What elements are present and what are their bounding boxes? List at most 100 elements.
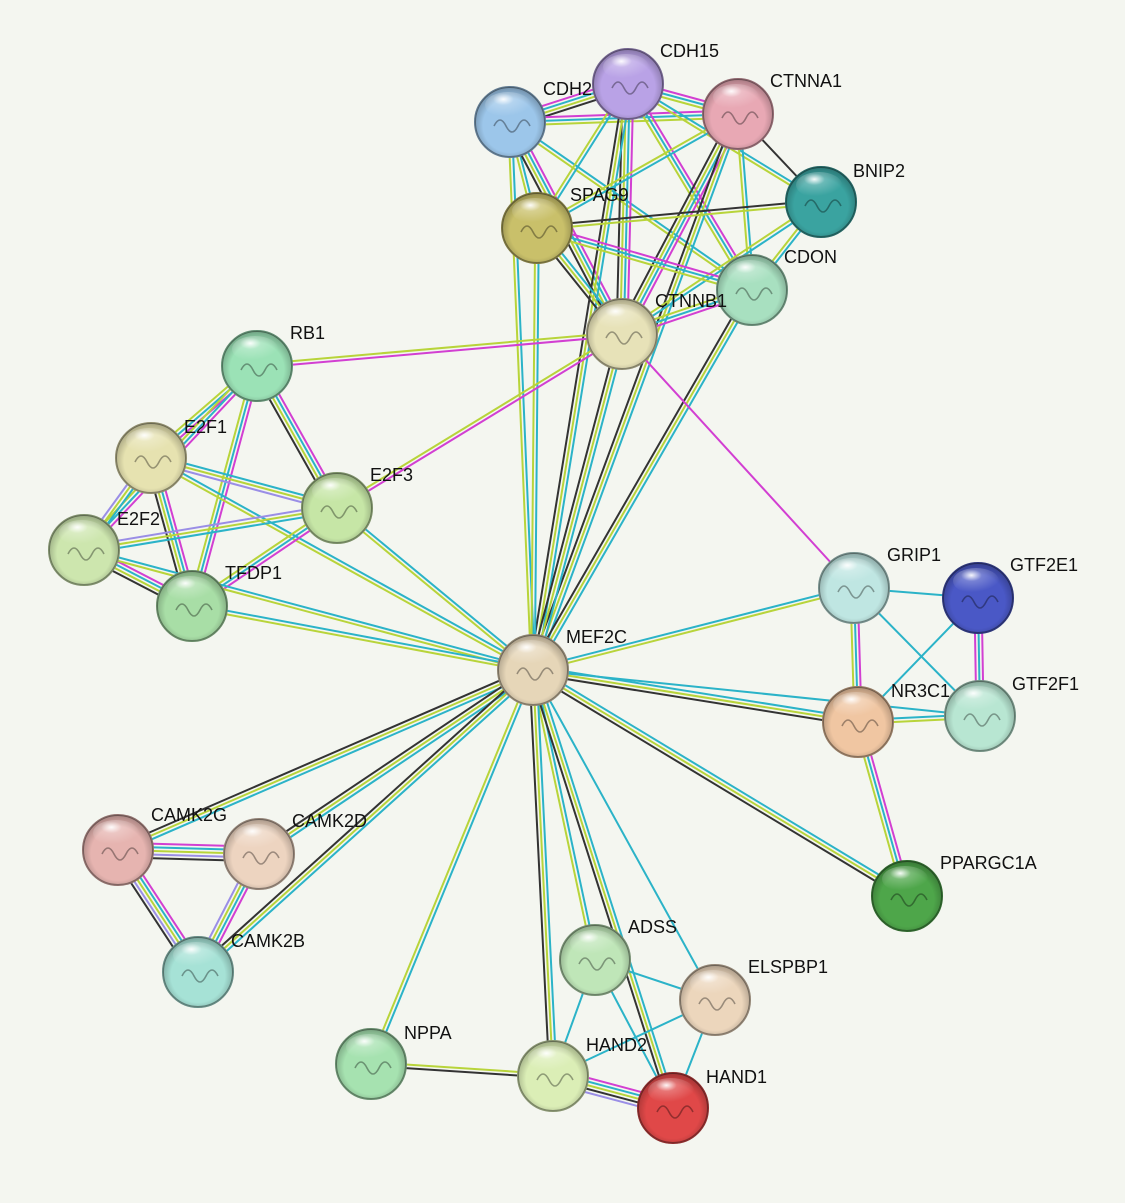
edge-mef2c-hand2[interactable] — [528, 668, 558, 1078]
node-gloss — [882, 866, 928, 892]
node-label: MEF2C — [566, 627, 627, 647]
edge-cdh15-mef2c[interactable] — [528, 82, 633, 672]
node-rb1[interactable]: RB1 — [221, 323, 325, 402]
edge-bnip2-spag9[interactable] — [535, 199, 823, 231]
edge-mef2c-grip1[interactable] — [531, 585, 856, 673]
node-e2f3[interactable]: E2F3 — [301, 465, 413, 544]
edge-cdon-mef2c[interactable] — [528, 287, 757, 673]
edge-line-databases — [532, 669, 716, 1001]
edge-line-databases — [627, 83, 753, 291]
edge-cdh15-cdon[interactable] — [623, 81, 757, 293]
edge-ctnna1-spag9[interactable] — [535, 111, 740, 231]
node-adss[interactable]: ADSS — [559, 917, 677, 996]
edge-line-databases — [535, 667, 678, 1108]
node-gloss — [234, 824, 280, 850]
node-cdh2[interactable]: CDH2 — [474, 79, 592, 158]
edge-mef2c-hand1[interactable] — [528, 667, 678, 1111]
edge-mef2c-gtf2f1[interactable] — [532, 669, 981, 717]
edge-line-databases — [118, 672, 536, 855]
edge-line-experiments — [194, 365, 262, 608]
node-gloss — [346, 1034, 392, 1060]
edge-ctnna1-mef2c[interactable] — [528, 111, 743, 673]
edge-ctnnb1-rb1[interactable] — [255, 331, 624, 369]
protein-structure-icon — [520, 225, 558, 239]
edge-mef2c-camk2g[interactable] — [115, 665, 536, 855]
edge-e2f1-mef2c[interactable] — [149, 455, 535, 673]
edge-e2f2-mef2c[interactable] — [82, 547, 535, 673]
edge-line-textmining — [532, 669, 674, 1109]
node-bnip2[interactable]: BNIP2 — [785, 161, 905, 238]
protein-structure-icon — [516, 667, 554, 681]
edge-line-coexpression — [531, 672, 859, 727]
edge-line-databases — [150, 455, 535, 670]
node-ctnna1[interactable]: CTNNA1 — [702, 71, 842, 150]
node-nppa[interactable]: NPPA — [335, 1023, 452, 1100]
edge-line-databases — [535, 114, 743, 673]
node-label: NPPA — [404, 1023, 452, 1043]
edge-line-textmining — [536, 202, 823, 231]
edge-line-textmining — [82, 550, 534, 673]
protein-structure-icon — [240, 363, 278, 377]
edge-line-textmining — [368, 668, 533, 1065]
node-camk2b[interactable]: CAMK2B — [162, 931, 305, 1008]
protein-structure-icon — [101, 847, 139, 861]
edge-e2f3-e2f2[interactable] — [82, 503, 339, 555]
node-label: ADSS — [628, 917, 677, 937]
edge-mef2c-nppa[interactable] — [368, 668, 536, 1066]
protein-structure-icon — [536, 1073, 574, 1087]
edge-line-experiments — [630, 81, 757, 290]
node-hand2[interactable]: HAND2 — [517, 1035, 647, 1112]
edge-rb1-tfdp1[interactable] — [187, 364, 262, 608]
node-camk2g[interactable]: CAMK2G — [82, 805, 227, 886]
protein-structure-icon — [134, 455, 172, 469]
node-e2f1[interactable]: E2F1 — [115, 417, 227, 494]
node-gloss — [173, 942, 219, 968]
node-label: HAND1 — [706, 1067, 767, 1087]
node-cdh15[interactable]: CDH15 — [592, 41, 719, 120]
node-ppargc1a[interactable]: PPARGC1A — [871, 853, 1037, 932]
protein-structure-icon — [961, 595, 999, 609]
edge-ctnnb1-grip1[interactable] — [621, 333, 855, 589]
node-tfdp1[interactable]: TFDP1 — [156, 563, 282, 642]
node-mef2c[interactable]: MEF2C — [497, 627, 627, 706]
protein-structure-icon — [804, 199, 842, 213]
edge-line-textmining — [532, 333, 623, 671]
node-camk2d[interactable]: CAMK2D — [223, 811, 367, 890]
node-cdon[interactable]: CDON — [716, 247, 837, 326]
node-spag9[interactable]: SPAG9 — [501, 185, 629, 264]
node-label: E2F2 — [117, 509, 160, 529]
edge-line-textmining — [535, 230, 752, 295]
edge-line-textmining — [117, 669, 534, 851]
node-gtf2e1[interactable]: GTF2E1 — [942, 555, 1078, 634]
node-ctnnb1[interactable]: CTNNB1 — [586, 291, 727, 370]
edge-line-databases — [535, 668, 558, 1077]
edge-line-experiments — [621, 333, 855, 589]
edge-ctnnb1-mef2c[interactable] — [528, 332, 627, 672]
edge-line-coexpression — [256, 666, 532, 852]
node-grip1[interactable]: GRIP1 — [818, 545, 941, 624]
edge-spag9-mef2c[interactable] — [530, 227, 540, 671]
edge-line-databases — [191, 365, 258, 607]
node-nr3c1[interactable]: NR3C1 — [822, 681, 950, 758]
node-gtf2f1[interactable]: GTF2F1 — [944, 674, 1079, 752]
node-label: ELSPBP1 — [748, 957, 828, 977]
protein-structure-icon — [841, 719, 879, 733]
edge-e2f3-mef2c[interactable] — [334, 505, 536, 673]
edge-tfdp1-mef2c[interactable] — [190, 603, 535, 673]
node-elspbp1[interactable]: ELSPBP1 — [679, 957, 828, 1036]
edge-mef2c-elspbp1[interactable] — [532, 669, 716, 1001]
node-label: BNIP2 — [853, 161, 905, 181]
node-hand1[interactable]: HAND1 — [637, 1067, 767, 1144]
edge-line-experiments — [336, 334, 624, 511]
edge-line-textmining — [530, 227, 537, 671]
edge-line-databases — [531, 585, 855, 670]
node-e2f2[interactable]: E2F2 — [48, 509, 160, 586]
node-label: RB1 — [290, 323, 325, 343]
edge-spag9-cdon[interactable] — [535, 223, 754, 295]
edge-ctnnb1-e2f3[interactable] — [335, 331, 624, 511]
edge-mef2c-ppargc1a[interactable] — [530, 665, 910, 901]
edge-line-databases — [533, 665, 910, 894]
edge-line-coexpression — [528, 82, 626, 671]
edge-mef2c-camk2b[interactable] — [194, 666, 537, 976]
